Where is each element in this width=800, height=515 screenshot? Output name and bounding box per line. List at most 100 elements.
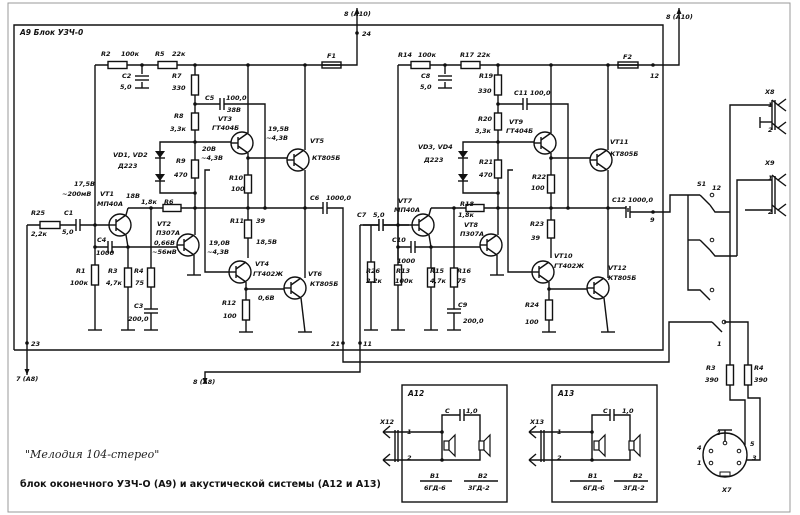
wire	[486, 234, 498, 243]
ref: C12	[612, 196, 626, 204]
wire	[290, 290, 302, 299]
wire	[596, 162, 608, 171]
ref: VT6	[308, 270, 322, 278]
speaker-cone	[598, 433, 606, 458]
ref: C2	[122, 72, 132, 80]
capacitor	[447, 309, 461, 313]
ref: VT1	[100, 190, 114, 198]
ref: VD3, VD4	[418, 143, 453, 151]
resistor	[243, 219, 253, 239]
ref: C11	[514, 89, 528, 97]
junction-dot	[25, 341, 29, 345]
resistor	[146, 267, 156, 288]
value: 1000	[397, 257, 416, 265]
component-labels: А9 Блок УЗЧ-0 24 8 (А10) 8 (А10) R2 100к…	[16, 10, 775, 494]
pin-label: 2	[716, 429, 721, 437]
ref: R4	[754, 364, 764, 372]
circuit-wiring	[13, 8, 787, 503]
resistor	[460, 60, 481, 70]
value: 100,0	[530, 89, 551, 97]
ref: C9	[458, 301, 468, 309]
type: 6ГД-6	[424, 484, 446, 492]
value: 100,0	[226, 94, 247, 102]
ref: R3	[706, 364, 716, 372]
speaker-cone	[633, 433, 641, 458]
speaker-box	[551, 384, 658, 503]
wire	[736, 179, 772, 256]
pin-label: 4	[697, 444, 702, 452]
ref: R10	[229, 174, 244, 182]
resistor	[241, 299, 251, 321]
value: 100	[231, 185, 245, 193]
wire	[628, 194, 700, 213]
voltage: 19,5В	[268, 125, 289, 133]
value: 100	[531, 184, 545, 192]
capacitor	[460, 409, 464, 421]
wire	[204, 169, 229, 273]
wire	[237, 132, 249, 141]
resistor	[190, 112, 200, 131]
type: МП40А	[394, 206, 420, 214]
voltage: 18,5В	[256, 238, 277, 246]
ref: R21	[479, 158, 493, 166]
ref: R11	[230, 217, 244, 225]
value: 3,3к	[170, 125, 187, 133]
ref: R12	[222, 299, 237, 307]
speaker-cone	[448, 433, 456, 458]
pin-label: 12	[712, 184, 722, 192]
type: 3ГД-2	[623, 484, 645, 492]
wire	[305, 8, 358, 66]
description-caption: блок оконечного УЗЧ-О (А9) и акустическо…	[20, 479, 381, 490]
voltage: 0,6В	[258, 294, 275, 302]
pin-label: 2	[557, 454, 562, 462]
wire	[498, 103, 569, 208]
ref: B2	[478, 472, 488, 480]
voltage: 19,0В	[209, 239, 230, 247]
ref: R5	[155, 50, 165, 58]
resistor	[190, 74, 200, 96]
wire	[596, 149, 608, 158]
pin-label: 5	[750, 440, 755, 448]
wire	[486, 247, 498, 256]
ref: R2	[101, 50, 111, 58]
resistor	[544, 299, 554, 321]
value: 1,0	[466, 407, 478, 415]
wire	[195, 103, 266, 208]
arrow	[354, 8, 360, 14]
wire	[115, 227, 127, 236]
ref: R20	[478, 115, 493, 123]
arrow	[202, 378, 208, 384]
resistor	[546, 219, 556, 239]
ref: R16	[457, 267, 472, 275]
value: 39	[531, 234, 541, 242]
din-key	[719, 471, 731, 477]
pin-label: 9	[650, 216, 655, 224]
wire	[591, 414, 631, 461]
resistor	[157, 60, 178, 70]
wire	[771, 98, 787, 106]
switch-contact	[709, 192, 715, 198]
ref: R14	[398, 51, 413, 59]
arrow	[676, 8, 682, 14]
value: 39	[256, 217, 266, 225]
voltage: ~200мВ	[62, 190, 91, 198]
connector-label: 8 (А8)	[193, 378, 215, 386]
type: ГТ404Б	[212, 124, 239, 132]
voltage: 38В	[227, 106, 241, 114]
ref: VD1, VD2	[113, 151, 148, 159]
resistor	[123, 267, 133, 288]
ref: R13	[396, 267, 411, 275]
speaker-cone	[483, 433, 491, 458]
wire	[293, 149, 305, 158]
block-title: А9 Блок УЗЧ-0	[19, 28, 83, 37]
wire	[125, 234, 129, 268]
wire	[777, 179, 787, 187]
wire	[528, 431, 537, 439]
value: 470	[174, 171, 188, 179]
type: ГТ402Ж	[253, 270, 284, 278]
resistor	[465, 203, 485, 213]
speaker	[628, 440, 635, 451]
ref: VT3	[218, 115, 232, 123]
